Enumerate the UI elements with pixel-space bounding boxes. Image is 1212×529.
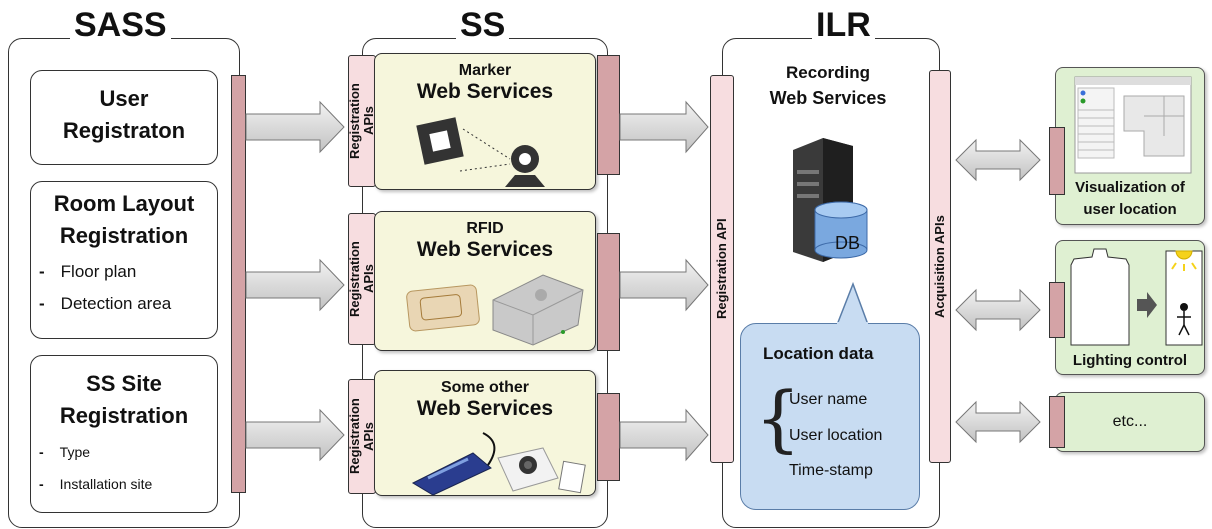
visualization-label-line1: Visualization of (1075, 179, 1185, 196)
user-registration-line1: User (99, 86, 149, 111)
server-icon (793, 138, 868, 262)
lighting-control-box[interactable]: Lighting control (1055, 240, 1205, 375)
callout-join (837, 322, 868, 325)
other-title-line1: Some other (440, 379, 529, 396)
arrow-sass-to-other (245, 408, 345, 462)
lighting-control-label: Lighting control (1072, 352, 1188, 369)
rfid-title-line2: Web Services (416, 238, 554, 261)
other-title-line2: Web Services (416, 397, 554, 420)
arrow-sass-to-rfid (245, 258, 345, 312)
recording-title-line2: Web Services (769, 88, 887, 108)
other-web-services-box[interactable]: Some other Web Services (374, 370, 596, 496)
etc-input-bar (1049, 396, 1065, 448)
ss-title: SS (456, 8, 510, 42)
marker-title-line2: Web Services (416, 80, 554, 103)
visualization-label-line2: user location (1083, 201, 1177, 218)
ss-site-registration-box[interactable]: SS Site Registration -Type -Installation… (30, 355, 218, 513)
location-brace: { (755, 376, 801, 460)
arrow-ilr-lighting (955, 288, 1041, 332)
db-label: DB (834, 233, 860, 253)
ss-site-item: -Type (39, 444, 91, 460)
lighting-input-bar (1049, 282, 1065, 338)
rfid-reader-icon (406, 274, 584, 346)
other-devices-icon (411, 432, 586, 496)
location-data-box[interactable]: Location data { User name User location … (740, 323, 920, 510)
visualization-box[interactable]: Visualization of user location (1055, 67, 1205, 225)
arrow-ilr-visualization (955, 138, 1041, 182)
ilr-registration-api[interactable]: Registration API (710, 75, 734, 463)
location-item: Time-stamp (789, 462, 873, 479)
marker-output-bar (597, 55, 620, 175)
marker-registration-apis[interactable]: Registration APIs (347, 55, 376, 187)
user-registration-line2: Registraton (62, 118, 186, 143)
arrow-ilr-etc (955, 400, 1041, 444)
room-layout-item: -Detection area (39, 294, 172, 313)
ilr-acquisition-apis[interactable]: Acquisition APIs (929, 70, 951, 463)
rfid-registration-apis[interactable]: Registration APIs (347, 213, 376, 345)
user-registration-box[interactable]: User Registraton (30, 70, 218, 165)
rfid-output-bar (597, 233, 620, 351)
rfid-title-line1: RFID (466, 220, 504, 237)
location-data-title: Location data (763, 344, 874, 363)
room-layout-line1: Room Layout (53, 191, 195, 216)
lighting-icon (1070, 248, 1203, 346)
marker-title-line1: Marker (458, 62, 512, 79)
arrow-sass-to-marker (245, 100, 345, 154)
ss-site-line1: SS Site (86, 371, 162, 396)
room-layout-item: -Floor plan (39, 262, 137, 281)
map-screenshot-icon (1074, 76, 1192, 174)
room-layout-line2: Registration (59, 223, 189, 248)
location-item: User location (789, 427, 883, 444)
arrow-rfid-to-ilr (619, 258, 709, 312)
arrow-marker-to-ilr (619, 100, 709, 154)
etc-box[interactable]: etc... (1055, 392, 1205, 452)
ss-site-line2: Registration (59, 403, 189, 428)
room-layout-registration-box[interactable]: Room Layout Registration -Floor plan -De… (30, 181, 218, 339)
etc-label: etc... (1112, 413, 1148, 430)
sass-output-bar (231, 75, 246, 493)
marker-web-services-box[interactable]: Marker Web Services (374, 53, 596, 190)
sass-title: SASS (70, 8, 171, 42)
other-output-bar (597, 393, 620, 481)
location-item: User name (789, 391, 868, 408)
rfid-web-services-box[interactable]: RFID Web Services (374, 211, 596, 351)
marker-camera-icon (416, 117, 545, 187)
visualization-input-bar (1049, 127, 1065, 195)
ss-site-item: -Installation site (39, 476, 153, 492)
other-registration-apis[interactable]: Registration APIs (347, 379, 376, 494)
recording-title-line1: Recording (785, 63, 871, 82)
arrow-other-to-ilr (619, 408, 709, 462)
ilr-title: ILR (812, 8, 875, 42)
